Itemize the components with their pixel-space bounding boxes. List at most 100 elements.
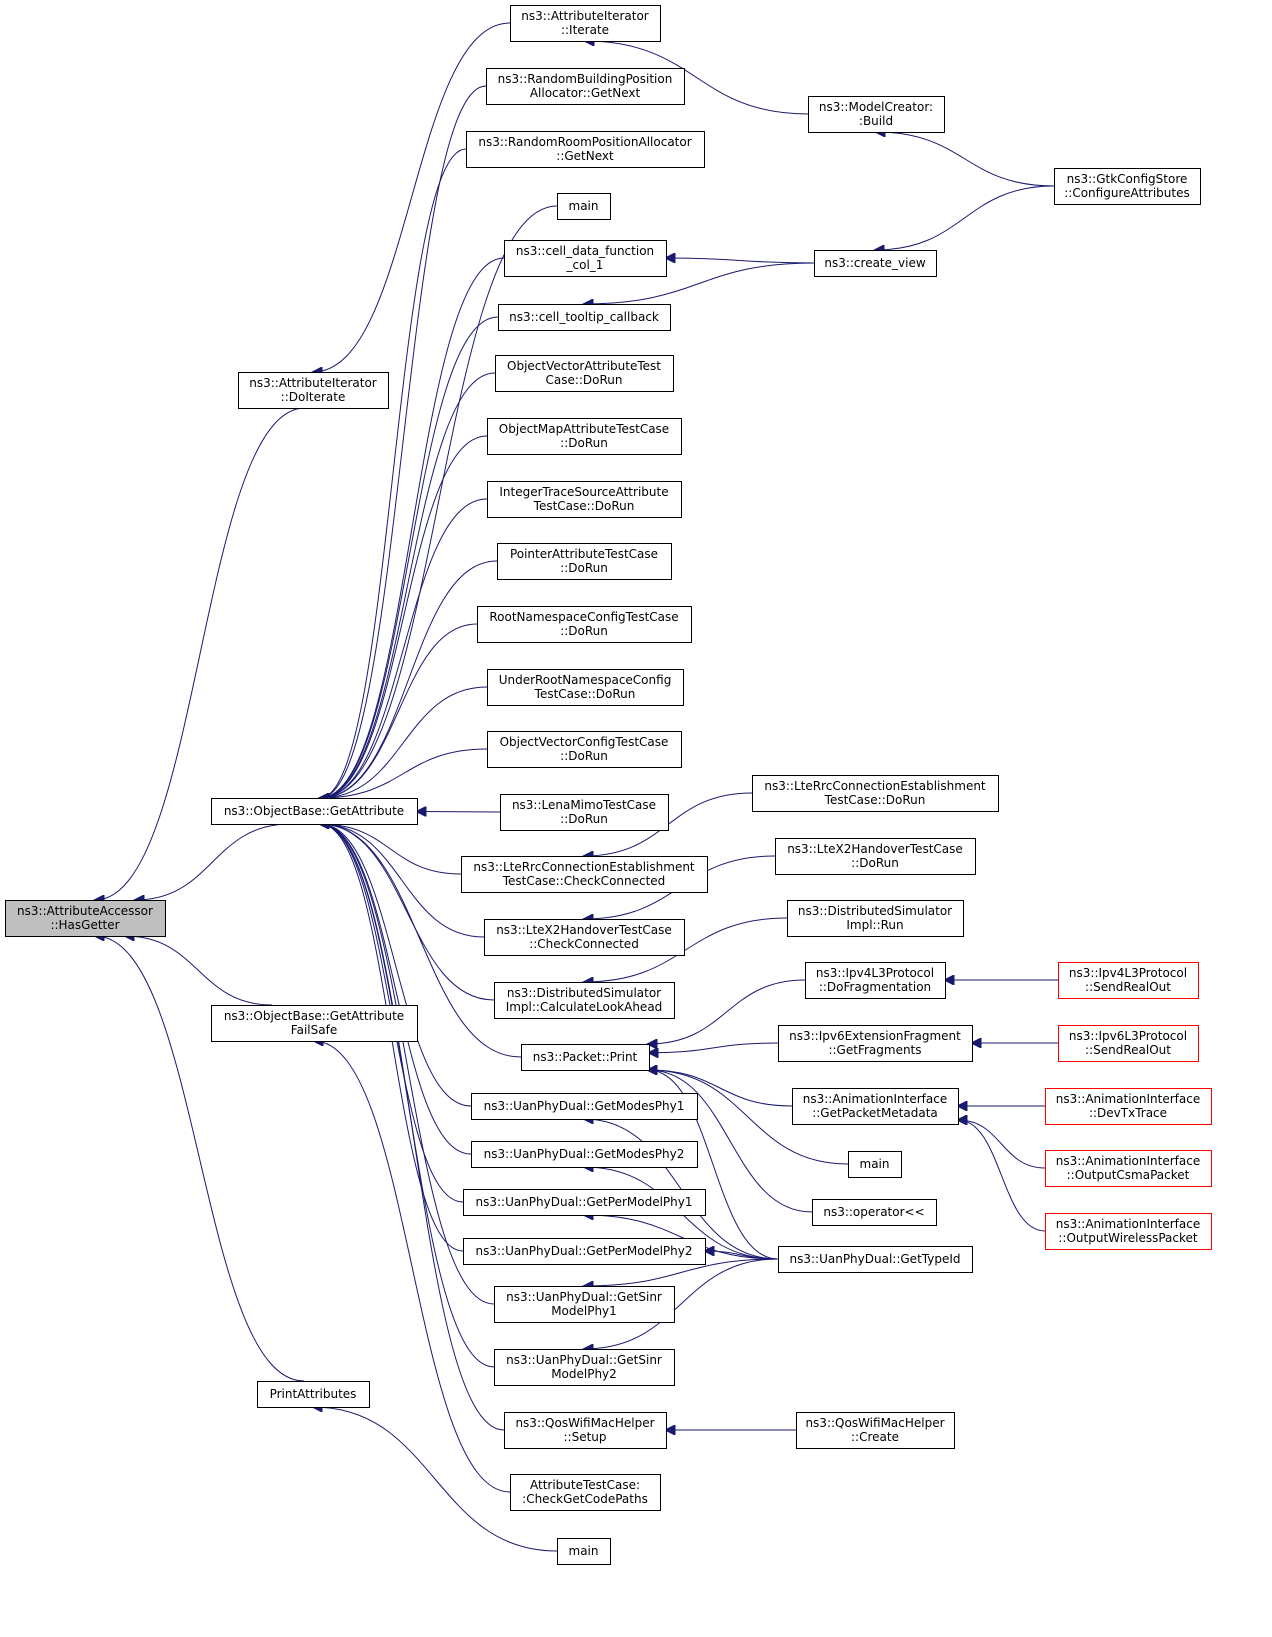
node-per-model-1[interactable]: ns3::UanPhyDual::GetPerModelPhy1 <box>463 1189 706 1216</box>
node-label: PrintAttributes <box>270 1387 357 1401</box>
node-iterate[interactable]: ns3::AttributeIterator::Iterate <box>510 5 661 42</box>
edge-main2-to-printAttributes <box>313 1407 558 1552</box>
node-label: ::HasGetter <box>50 918 119 932</box>
node-box <box>471 1093 698 1120</box>
node-box <box>487 669 684 706</box>
node-label: Impl::Run <box>846 918 903 932</box>
node-lte-rrc-do-run[interactable]: ns3::LteRrcConnectionEstablishmentTestCa… <box>752 775 999 812</box>
node-cell-data[interactable]: ns3::cell_data_function_col_1 <box>504 240 667 277</box>
node-main-3[interactable]: main <box>848 1151 902 1178</box>
node-label: _col_1 <box>566 258 604 272</box>
node-label: ::CheckConnected <box>529 937 639 951</box>
node-lte-x2do-run[interactable]: ns3::LteX2HandoverTestCase::DoRun <box>775 838 976 875</box>
node-get-attribute[interactable]: ns3::ObjectBase::GetAttribute <box>211 798 418 825</box>
edge-lteRrcCheck-to-getAttribute <box>320 824 462 875</box>
node-label: main <box>569 199 599 213</box>
node-obj-vector-config[interactable]: ObjectVectorConfigTestCase::DoRun <box>487 731 682 768</box>
node-lte-rrc-check[interactable]: ns3::LteRrcConnectionEstablishmentTestCa… <box>461 856 708 893</box>
edge-uanTypeId-to-sinr1 <box>584 1258 779 1286</box>
node-print-attributes[interactable]: PrintAttributes <box>257 1381 370 1408</box>
node-check-get[interactable]: AttributeTestCase::CheckGetCodePaths <box>510 1474 661 1511</box>
node-box <box>808 96 945 133</box>
node-label: ::ConfigureAttributes <box>1064 186 1189 200</box>
edge-outWireless-to-animMeta <box>958 1120 1046 1232</box>
node-packet-print[interactable]: ns3::Packet::Print <box>521 1044 650 1071</box>
node-label: RootNamespaceConfigTestCase <box>489 610 678 624</box>
node-label: ns3::UanPhyDual::GetSinr <box>506 1353 662 1367</box>
edge-iterate-to-doIterate <box>313 22 511 372</box>
node-label: ns3::UanPhyDual::GetSinr <box>506 1290 662 1304</box>
node-root[interactable]: ns3::AttributeAccessor::HasGetter <box>5 900 166 937</box>
node-random-building[interactable]: ns3::RandomBuildingPositionAllocator::Ge… <box>486 68 685 105</box>
node-label: TestCase::DoRun <box>824 793 926 807</box>
node-root-ns[interactable]: RootNamespaceConfigTestCase::DoRun <box>477 606 692 643</box>
node-out-wireless[interactable]: ns3::AnimationInterface::OutputWirelessP… <box>1045 1213 1212 1250</box>
node-modes-2[interactable]: ns3::UanPhyDual::GetModesPhy2 <box>471 1141 698 1168</box>
node-ipv-6frag[interactable]: ns3::Ipv6ExtensionFragment::GetFragments <box>778 1025 973 1062</box>
node-gtk-config[interactable]: ns3::GtkConfigStore::ConfigureAttributes <box>1054 168 1201 205</box>
node-label: ns3::Ipv6L3Protocol <box>1069 1029 1187 1043</box>
node-box <box>1054 168 1201 205</box>
node-dist-look-ahead[interactable]: ns3::DistributedSimulatorImpl::Calculate… <box>494 982 675 1019</box>
node-box <box>484 919 685 956</box>
node-qos-setup[interactable]: ns3::QosWifiMacHelper::Setup <box>504 1412 667 1449</box>
node-lena-mimo[interactable]: ns3::LenaMimoTestCase::DoRun <box>500 794 669 831</box>
node-qos-create[interactable]: ns3::QosWifiMacHelper::Create <box>796 1412 955 1449</box>
node-label: ns3::ModelCreator: <box>819 100 933 114</box>
edge-randomBuilding-to-getAttribute <box>320 85 487 798</box>
node-label: ns3::Ipv4L3Protocol <box>816 966 934 980</box>
node-out-csma[interactable]: ns3::AnimationInterface::OutputCsmaPacke… <box>1045 1150 1212 1187</box>
node-dev-tx[interactable]: ns3::AnimationInterface::DevTxTrace <box>1045 1088 1212 1125</box>
node-main-2[interactable]: main <box>557 1538 611 1565</box>
node-int-trace[interactable]: IntegerTraceSourceAttributeTestCase::DoR… <box>487 481 682 518</box>
node-per-model-2[interactable]: ns3::UanPhyDual::GetPerModelPhy2 <box>463 1238 706 1265</box>
node-ipv-4send[interactable]: ns3::Ipv4L3Protocol::SendRealOut <box>1058 962 1199 999</box>
node-create-view[interactable]: ns3::create_view <box>814 250 937 277</box>
node-model-creator[interactable]: ns3::ModelCreator::Build <box>808 96 945 133</box>
node-box <box>500 794 669 831</box>
node-box <box>257 1381 370 1408</box>
node-ipv-4frag[interactable]: ns3::Ipv4L3Protocol::DoFragmentation <box>805 962 946 999</box>
node-cell-tooltip[interactable]: ns3::cell_tooltip_callback <box>498 304 671 331</box>
node-lte-x2check[interactable]: ns3::LteX2HandoverTestCase::CheckConnect… <box>484 919 685 956</box>
node-label: ns3::UanPhyDual::GetModesPhy1 <box>484 1099 685 1113</box>
node-random-room[interactable]: ns3::RandomRoomPositionAllocator::GetNex… <box>466 131 705 168</box>
node-label: ::OutputCsmaPacket <box>1067 1168 1190 1182</box>
node-box <box>487 418 682 455</box>
node-pointer-attr[interactable]: PointerAttributeTestCase::DoRun <box>497 543 672 580</box>
node-label: ns3::AttributeIterator <box>521 9 649 23</box>
node-obj-map-attr[interactable]: ObjectMapAttributeTestCase::DoRun <box>487 418 682 455</box>
edge-pointerAttr-to-getAttribute <box>320 560 498 798</box>
node-uan-type-id[interactable]: ns3::UanPhyDual::GetTypeId <box>778 1246 973 1273</box>
node-label: ns3::AnimationInterface <box>1056 1217 1200 1231</box>
node-ipv-6send[interactable]: ns3::Ipv6L3Protocol::SendRealOut <box>1058 1025 1199 1062</box>
node-box <box>812 1199 937 1226</box>
node-operator-out[interactable]: ns3::operator<< <box>812 1199 937 1226</box>
node-label: UnderRootNamespaceConfig <box>499 673 672 687</box>
node-box <box>487 481 682 518</box>
node-box <box>521 1044 650 1071</box>
node-box <box>510 5 661 42</box>
node-label: ns3::QosWifiMacHelper <box>805 1416 944 1430</box>
node-label: ns3::Ipv6ExtensionFragment <box>789 1029 961 1043</box>
node-label: ns3::AttributeIterator <box>249 376 377 390</box>
node-main-1[interactable]: main <box>557 193 611 220</box>
node-box <box>494 1286 675 1323</box>
node-box <box>510 1474 661 1511</box>
node-label: ::GetPacketMetadata <box>812 1106 938 1120</box>
edge-objVectorAttr-to-getAttribute <box>320 372 496 798</box>
edge-rootNs-to-getAttribute <box>320 623 478 798</box>
edge-uanTypeId-to-perModel1 <box>584 1215 779 1260</box>
node-label: ns3::ObjectBase::GetAttribute <box>224 804 404 818</box>
node-do-iterate[interactable]: ns3::AttributeIterator::DoIterate <box>238 372 389 409</box>
node-box <box>463 1238 706 1265</box>
node-label: ObjectMapAttributeTestCase <box>499 422 669 436</box>
node-anim-meta[interactable]: ns3::AnimationInterface::GetPacketMetada… <box>792 1088 959 1125</box>
node-modes-1[interactable]: ns3::UanPhyDual::GetModesPhy1 <box>471 1093 698 1120</box>
